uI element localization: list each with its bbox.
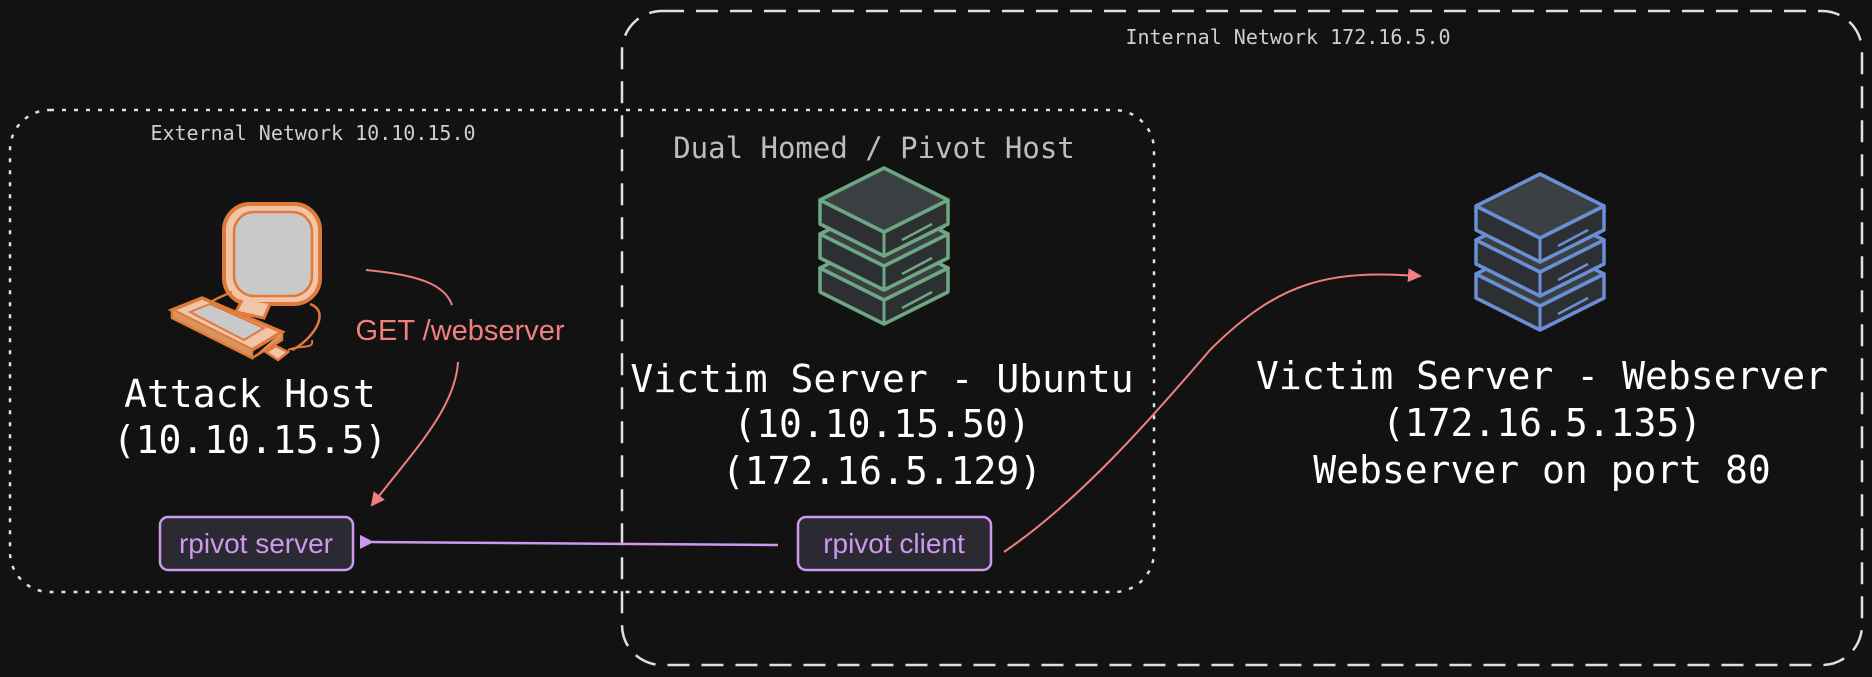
rpivot-client-label: rpivot client: [823, 528, 965, 559]
pivot-host-name: Victim Server - Ubuntu: [630, 357, 1133, 401]
pivot-zone-label: Dual Homed / Pivot Host: [673, 131, 1075, 165]
external-network-boundary: [8, 108, 1156, 594]
request-arrow-label: GET /webserver: [356, 315, 565, 347]
server-stack-icon: [1474, 172, 1606, 332]
external-network-label: External Network 10.10.15.0: [150, 121, 475, 145]
tunnel-arrow: [359, 534, 779, 549]
webserver-host-ip: (172.16.5.135): [1382, 401, 1702, 445]
rpivot-server-label: rpivot server: [179, 528, 333, 559]
internal-network-boundary: [620, 9, 1864, 667]
pivot-host-external-ip: (10.10.15.50): [733, 402, 1030, 446]
request-arrow: [366, 269, 459, 505]
server-stack-icon: [818, 166, 950, 326]
rpivot-server-box: [158, 515, 355, 572]
webserver-host-name: Victim Server - Webserver: [1256, 354, 1828, 398]
forward-arrow: [1003, 268, 1422, 553]
attack-host-ip: (10.10.15.5): [113, 418, 388, 462]
pivot-host-internal-ip: (172.16.5.129): [722, 449, 1042, 493]
webserver-port-note: Webserver on port 80: [1313, 448, 1771, 492]
attack-host-name: Attack Host: [124, 372, 376, 416]
rpivot-client-box: [796, 515, 993, 572]
computer-workstation-icon: [167, 202, 322, 362]
internal-network-label: Internal Network 172.16.5.0: [1125, 25, 1450, 49]
